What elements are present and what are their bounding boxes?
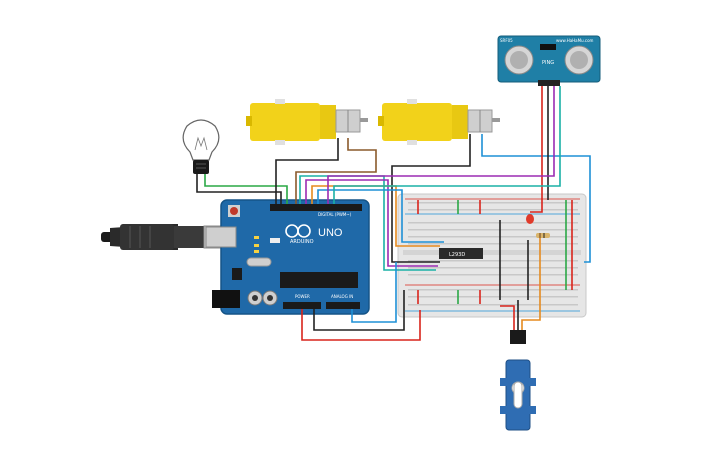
breadboard: L293D (397, 193, 587, 318)
l293d-chip (439, 248, 483, 259)
power-header (283, 302, 321, 309)
power-label: POWER (295, 294, 310, 299)
chip-label: L293D (449, 252, 465, 258)
atmega-chip (280, 272, 358, 288)
arduino-uno-board: ARDUINO UNO DIGITAL (PWM~) POWER ANALOG … (205, 199, 370, 315)
wires (196, 86, 591, 341)
arduino-logo: ARDUINO (285, 224, 314, 245)
sensor-ping: PING (542, 60, 554, 66)
light-bulb (182, 119, 220, 174)
sensor-model: SRF05 (500, 38, 513, 43)
analog-header (326, 302, 360, 309)
sensor-brand: www.HaHaMu.com (556, 38, 594, 43)
model-label: UNO (318, 227, 343, 239)
dc-motor-right (378, 99, 500, 145)
resistor (536, 233, 550, 238)
power-led (270, 238, 280, 243)
servo-motor (500, 330, 536, 431)
analog-label: ANALOG IN (331, 294, 353, 299)
led-rx (254, 250, 259, 253)
digital-header (270, 204, 362, 211)
dc-motor-left (246, 99, 368, 145)
led-tx (254, 244, 259, 247)
led-l (254, 236, 259, 239)
reset-button (230, 207, 238, 215)
digital-label: DIGITAL (PWM~) (318, 212, 352, 217)
brand-label: ARDUINO (290, 239, 314, 245)
ultrasonic-sensor: www.HaHaMu.com SRF05 PING (497, 35, 601, 86)
led (526, 214, 534, 224)
